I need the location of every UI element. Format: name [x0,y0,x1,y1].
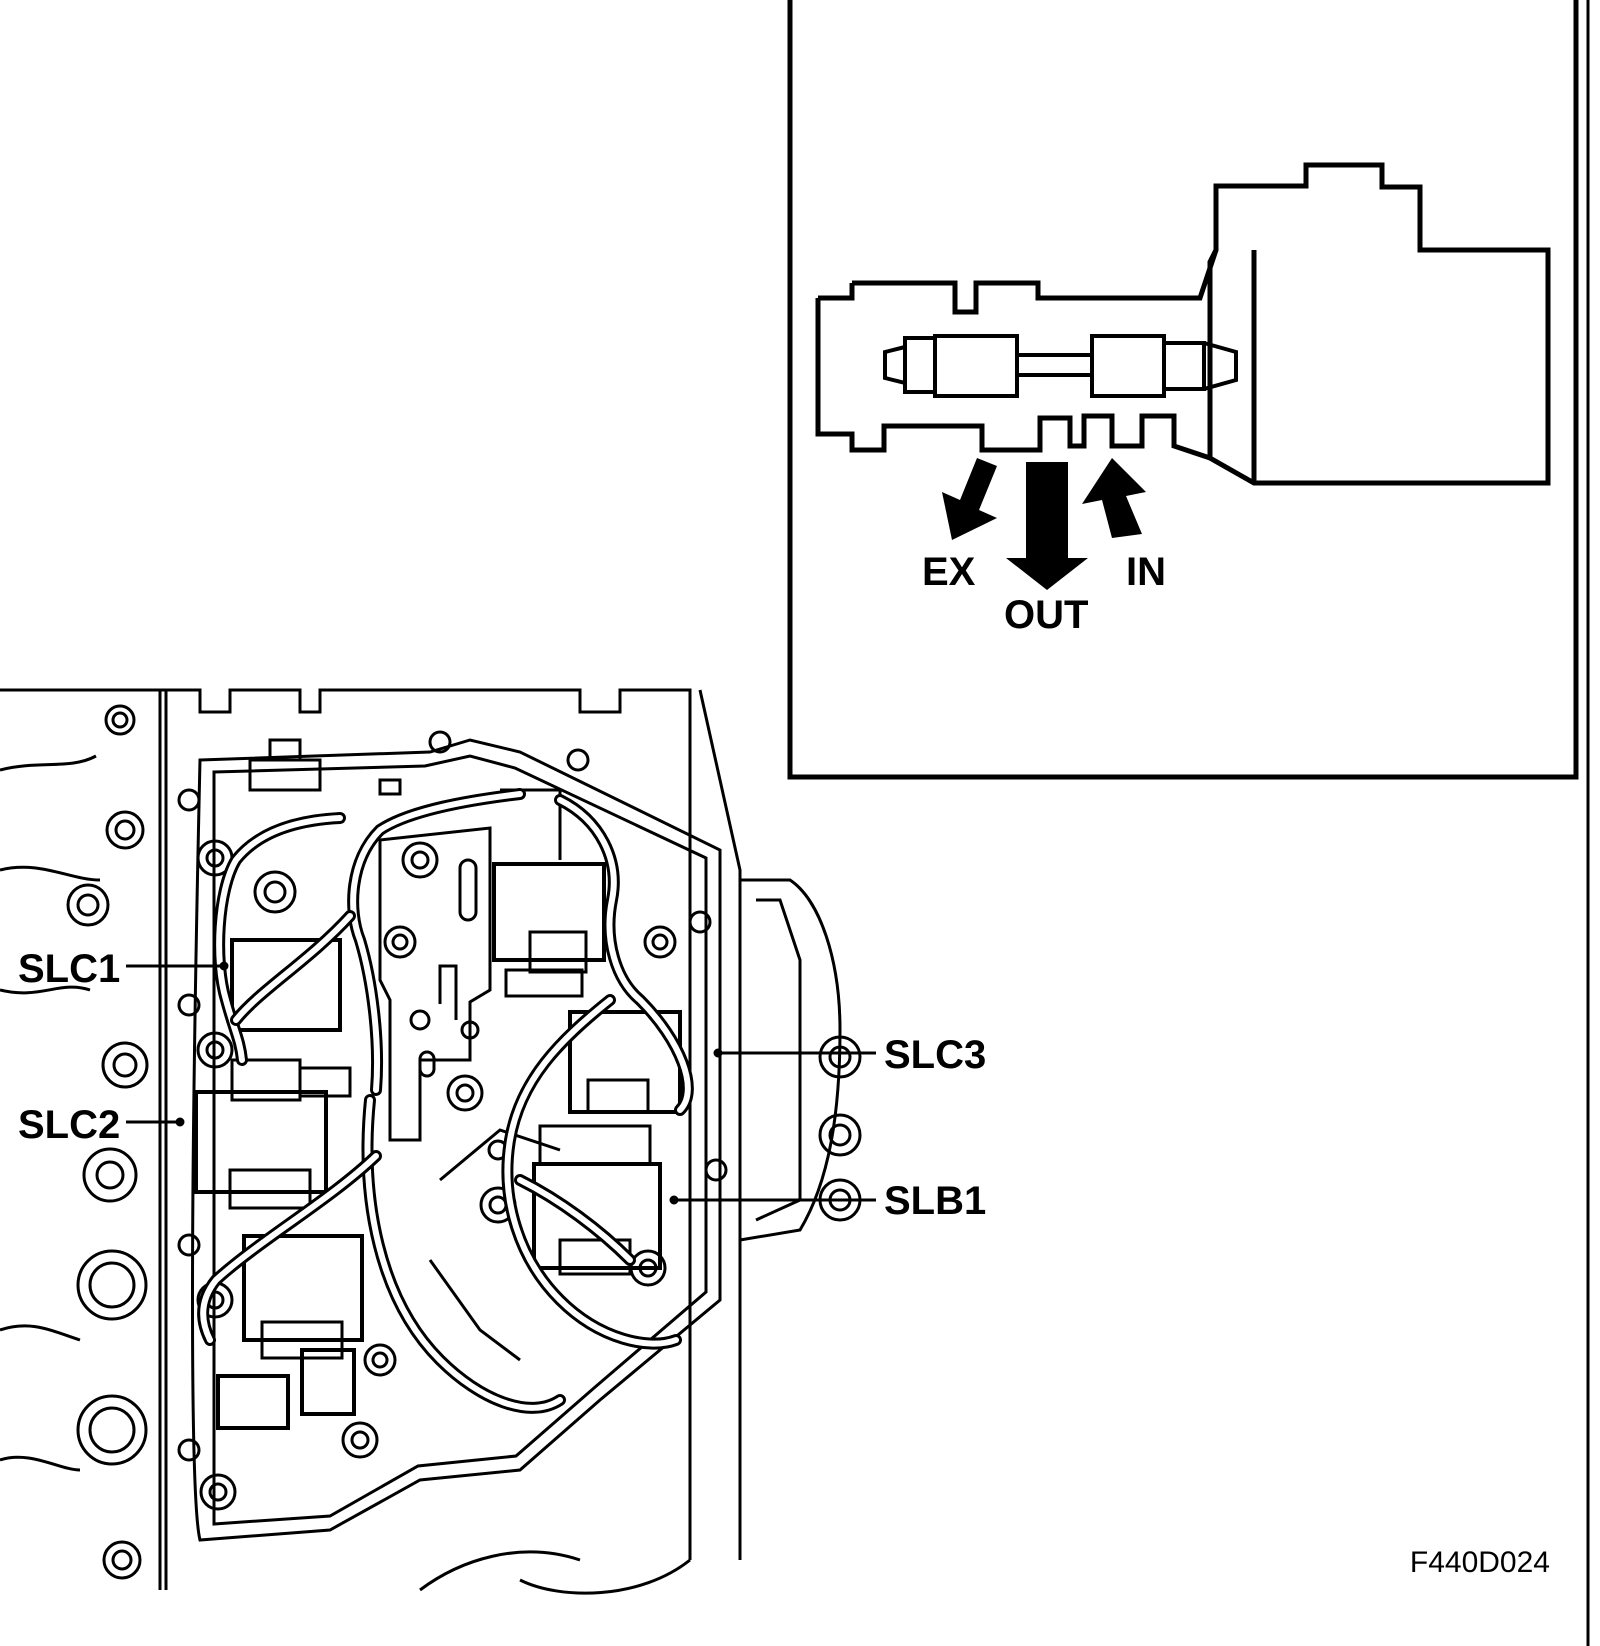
solenoid-inset [787,0,1579,780]
solenoid-connectors [228,930,652,1360]
case-bolts [66,704,862,1580]
in-label: IN [1126,550,1166,594]
transmission-case-outline [0,688,842,1595]
in-arrow [1082,458,1146,538]
valve-body [815,249,1219,461]
out-label: OUT [1004,593,1088,637]
slc3-label: SLC3 [884,1033,986,1077]
valve-body-illustration [0,688,862,1595]
center-plate-features [248,738,562,1362]
wiring-harness [197,788,694,1414]
solenoid-coil-housing [1207,162,1551,486]
slb1-label: SLB1 [884,1179,986,1223]
ex-arrow [942,458,997,540]
callout-leaders [126,961,876,1205]
inset-frame [787,0,1579,780]
figure-id: F440D024 [1410,1546,1550,1579]
valve-body-plate [177,730,728,1542]
out-arrow [1006,462,1088,590]
valve-spool [883,334,1238,398]
slc1-label: SLC1 [18,947,120,991]
ex-label: EX [922,550,976,594]
slc2-label: SLC2 [18,1103,120,1147]
